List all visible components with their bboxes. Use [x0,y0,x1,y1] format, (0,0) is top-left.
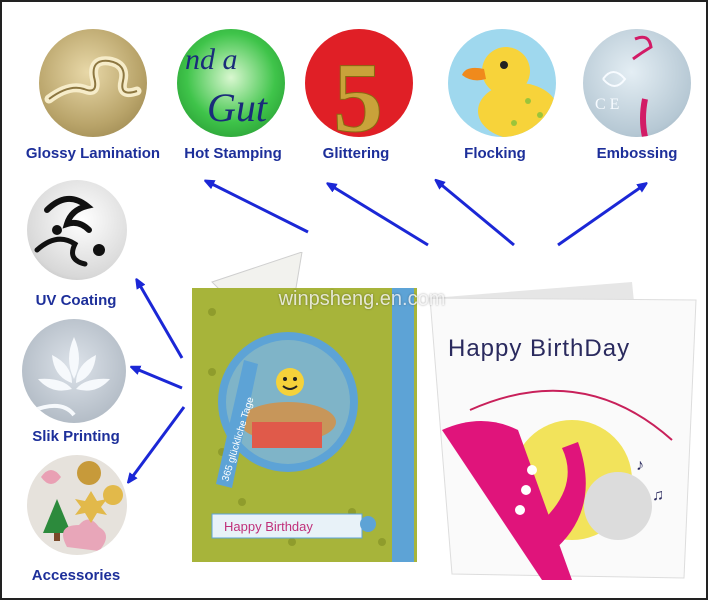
hot-stamping-text-line-2: Gut [207,85,268,130]
duck-icon [462,47,556,137]
card-left-banner: Happy Birthday [224,519,313,534]
accessories-icons [41,461,123,551]
flocking-duck-sample [448,29,556,137]
greeting-card-left: 365 glückliche Tage Happy Birthday [192,251,417,562]
flocking-label: Flocking [464,145,526,162]
hot-stamping-sample: nd a Gut [177,29,285,137]
greeting-card-left-art: 365 glückliche Tage Happy Birthday [192,251,417,562]
puzzle-icon [44,56,142,104]
greeting-card-right-art: Happy BirthDay ♪ ♫ [429,282,697,580]
embossing-sample: C E [583,29,691,137]
hot-stamping-label: Hot Stamping [184,145,282,162]
glossy-lamination-sample [39,29,147,137]
greeting-card-right: Happy BirthDay ♪ ♫ [422,280,702,580]
emboss-pattern: C E [595,35,653,137]
arrow-to-flocking [438,182,515,247]
glossy-lamination-label: Glossy Lamination [25,145,161,162]
glitter-number: 5 [333,42,384,138]
uv-coating-label: UV Coating [35,292,117,309]
arrow-to-silk-printing [134,368,183,390]
arrow-to-glittering [330,185,429,247]
glittering-label: Glittering [322,145,390,162]
card-right-headline: Happy BirthDay [448,335,630,362]
glittering-sample: 5 [305,29,413,137]
embossing-label: Embossing [596,145,678,162]
emboss-letters: C E [595,96,619,113]
arrow-to-accessories [130,406,186,480]
glitter-digit: 5 [333,42,383,137]
silk-printing-label: Slik Printing [32,428,120,445]
accessories-sample [27,455,127,555]
arrow-to-uv-coating [138,282,184,359]
uv-coating-sample [27,180,127,280]
silk-printing-sample [22,319,126,423]
arrow-to-embossing [557,185,644,247]
swirl-pattern-icon [34,196,105,267]
hot-stamping-text-art: nd a Gut [185,43,268,130]
music-note-icon: ♪ [636,457,644,474]
watermark: winpsheng.en.com [278,288,446,310]
arrow-to-hot-stamping [208,182,309,234]
music-note-icon-2: ♫ [652,487,664,504]
accessories-label: Accessories [31,567,121,584]
hot-stamping-text-line-1: nd a [185,43,238,76]
